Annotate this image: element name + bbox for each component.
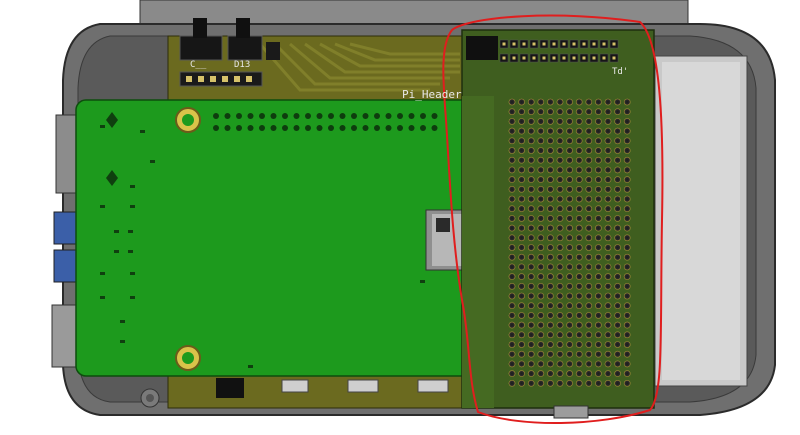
connector-3 [417, 379, 449, 393]
switch-c [179, 35, 223, 61]
switch-d-knob [236, 18, 250, 38]
pi-header-label: Pi_Header [402, 88, 462, 101]
port-hdmi [55, 114, 77, 194]
connector-black [216, 378, 244, 398]
proto-hole-grid [508, 98, 631, 387]
sd-card-slot-window [436, 218, 450, 232]
annotation-circle [442, 14, 664, 424]
port-usb-1 [53, 211, 79, 245]
proto-header-pins [499, 39, 619, 63]
switch-c-label: C__ [190, 60, 207, 70]
proto-board-dark-left [462, 96, 494, 408]
pi-fiducials [106, 112, 118, 186]
switch-d-label: D13 [234, 60, 251, 70]
pcb-traces [258, 42, 460, 92]
proto-bottom-connector [553, 405, 589, 419]
pi-gpio-holes [213, 113, 438, 131]
header-strip-pins [186, 76, 252, 82]
pi-smd-components [100, 125, 425, 368]
port-usb-2 [53, 249, 79, 283]
proto-td-label: Td' [612, 67, 629, 77]
port-ethernet [51, 304, 79, 368]
proto-header-block [466, 36, 498, 60]
header-strip [179, 71, 263, 87]
connector-2 [347, 379, 379, 393]
connector-1 [281, 379, 309, 393]
switch-d [227, 35, 263, 61]
switch-c-knob [193, 18, 207, 38]
mount-hole-inner-icon [146, 394, 154, 402]
enclosure-right-bay-inner [662, 62, 740, 380]
header-small [266, 42, 280, 60]
